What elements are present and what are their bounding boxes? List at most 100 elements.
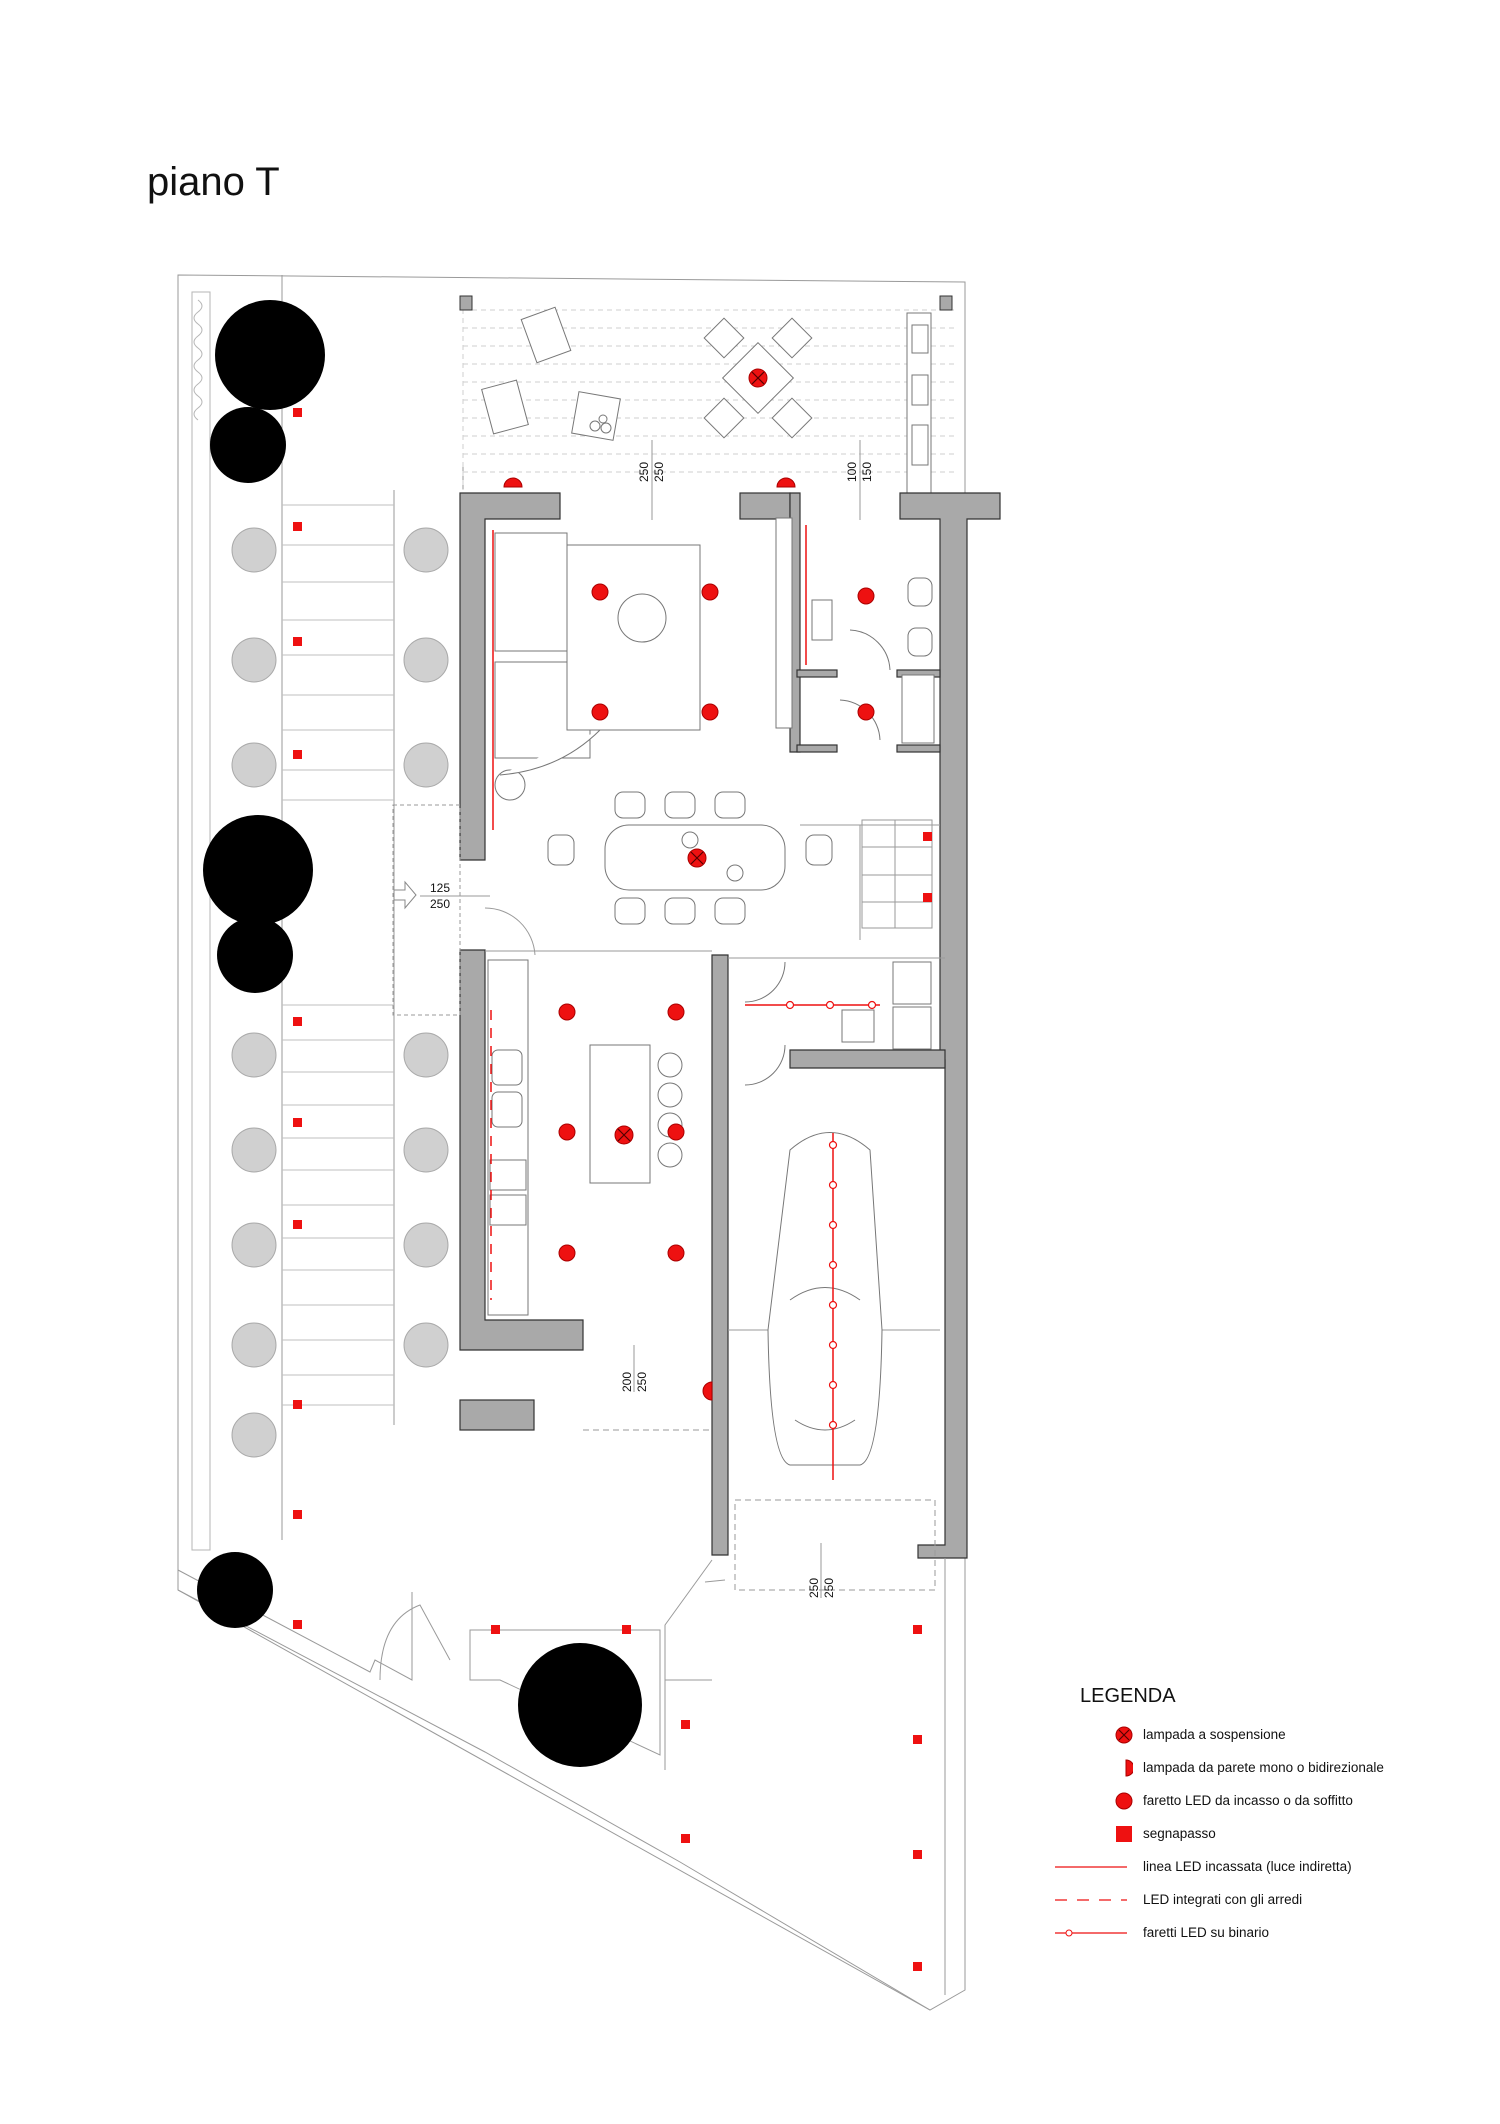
legend-item: LED integrati con gli arredi — [1055, 1883, 1475, 1916]
tree — [518, 1643, 642, 1767]
step-lights — [293, 408, 932, 1971]
dimension-label: 200 — [620, 1372, 634, 1392]
step-light-icon — [1055, 1824, 1133, 1844]
dimension-label: 250 — [430, 897, 450, 911]
wall-lamp — [776, 477, 796, 488]
wall-lamp — [503, 477, 523, 488]
legend-label: faretto LED da incasso o da soffitto — [1143, 1793, 1353, 1808]
legend-label: lampada a sospensione — [1143, 1727, 1286, 1742]
shrub — [231, 1322, 277, 1368]
led-spot — [591, 703, 609, 721]
pendant-lamp — [748, 368, 768, 388]
pendant-lamp — [687, 848, 707, 868]
step-light — [293, 1400, 302, 1409]
legend-label: lampada da parete mono o bidirezionale — [1143, 1760, 1384, 1775]
led-spot — [558, 1244, 576, 1262]
step-light — [681, 1834, 690, 1843]
pendant-lamp-icon — [1055, 1725, 1133, 1745]
led-spot — [591, 583, 609, 601]
dimension-label: 250 — [807, 1578, 821, 1598]
kitchen-furniture — [487, 959, 683, 1316]
pendant-lamps — [614, 368, 768, 1145]
step-light — [293, 750, 302, 759]
track-spots — [785, 1000, 877, 1430]
shrub — [403, 1222, 449, 1268]
step-light — [913, 1735, 922, 1744]
walls — [459, 492, 1001, 1559]
dimension-label: 250 — [635, 1372, 649, 1392]
step-light — [923, 832, 932, 841]
wall-lamp — [702, 1381, 713, 1401]
wall-lamp-icon — [1055, 1758, 1133, 1778]
terrace-pillar — [459, 295, 473, 311]
gate — [379, 1604, 451, 1681]
dimension-label: 250 — [822, 1578, 836, 1598]
legend-item: segnapasso — [1055, 1817, 1475, 1850]
shrub — [231, 637, 277, 683]
shrub — [231, 742, 277, 788]
shrub — [403, 1127, 449, 1173]
pendant-lamp — [614, 1125, 634, 1145]
shrub — [231, 1127, 277, 1173]
shrub — [403, 1322, 449, 1368]
legend-label: faretti LED su binario — [1143, 1925, 1270, 1940]
step-light — [293, 1620, 302, 1629]
page-title: piano T — [147, 160, 280, 204]
led-spot — [857, 703, 875, 721]
led-spot — [558, 1123, 576, 1141]
legend-title: LEGENDA — [1080, 1685, 1176, 1707]
led-spot — [667, 1244, 685, 1262]
hedge — [191, 291, 211, 1551]
tree — [217, 917, 293, 993]
car — [767, 1132, 883, 1466]
shrub — [231, 1412, 277, 1458]
led-spot-icon — [1055, 1791, 1133, 1811]
step-light — [293, 1118, 302, 1127]
shrub — [403, 527, 449, 573]
step-light — [913, 1850, 922, 1859]
shrub — [403, 742, 449, 788]
led-spot — [701, 583, 719, 601]
tree — [203, 815, 313, 925]
dimension-lines — [420, 440, 861, 1598]
led-line-icon — [1055, 1857, 1133, 1877]
dimension-label: 100 — [845, 462, 859, 482]
legend-label: segnapasso — [1143, 1826, 1216, 1841]
led-spot — [701, 703, 719, 721]
step-light — [293, 1510, 302, 1519]
shrub — [231, 527, 277, 573]
laundry — [744, 961, 932, 1086]
step-light — [622, 1625, 631, 1634]
legend-item: faretto LED da incasso o da soffitto — [1055, 1784, 1475, 1817]
tree — [197, 1552, 273, 1628]
tree — [210, 407, 286, 483]
step-light — [293, 1017, 302, 1026]
terrace-decking — [462, 300, 955, 490]
tree — [215, 300, 325, 410]
step-light — [293, 408, 302, 417]
legend-item: linea LED incassata (luce indiretta) — [1055, 1850, 1475, 1883]
shrub — [403, 1032, 449, 1078]
living-furniture — [494, 517, 833, 925]
step-light — [491, 1625, 500, 1634]
led-track-icon — [1055, 1923, 1133, 1943]
legend-label: linea LED incassata (luce indiretta) — [1143, 1859, 1352, 1874]
trees — [197, 300, 642, 1767]
legend-item: lampada a sospensione — [1055, 1718, 1475, 1751]
bathroom-fixtures — [811, 577, 935, 744]
step-light — [923, 893, 932, 902]
led-spot — [857, 587, 875, 605]
step-light — [913, 1625, 922, 1634]
legend-item: faretti LED su binario — [1055, 1916, 1475, 1949]
dimension-label: 250 — [637, 462, 651, 482]
led-spot — [558, 1003, 576, 1021]
dimension-label: 250 — [652, 462, 666, 482]
step-light — [913, 1962, 922, 1971]
shrub — [231, 1032, 277, 1078]
legend-label: LED integrati con gli arredi — [1143, 1892, 1303, 1907]
legend-item: lampada da parete mono o bidirezionale — [1055, 1751, 1475, 1784]
staircase — [861, 819, 933, 929]
led-dashed-icon — [1055, 1890, 1133, 1910]
legend: LEGENDA lampada a sospensione lampada da… — [1055, 1685, 1475, 1949]
step-light — [293, 522, 302, 531]
